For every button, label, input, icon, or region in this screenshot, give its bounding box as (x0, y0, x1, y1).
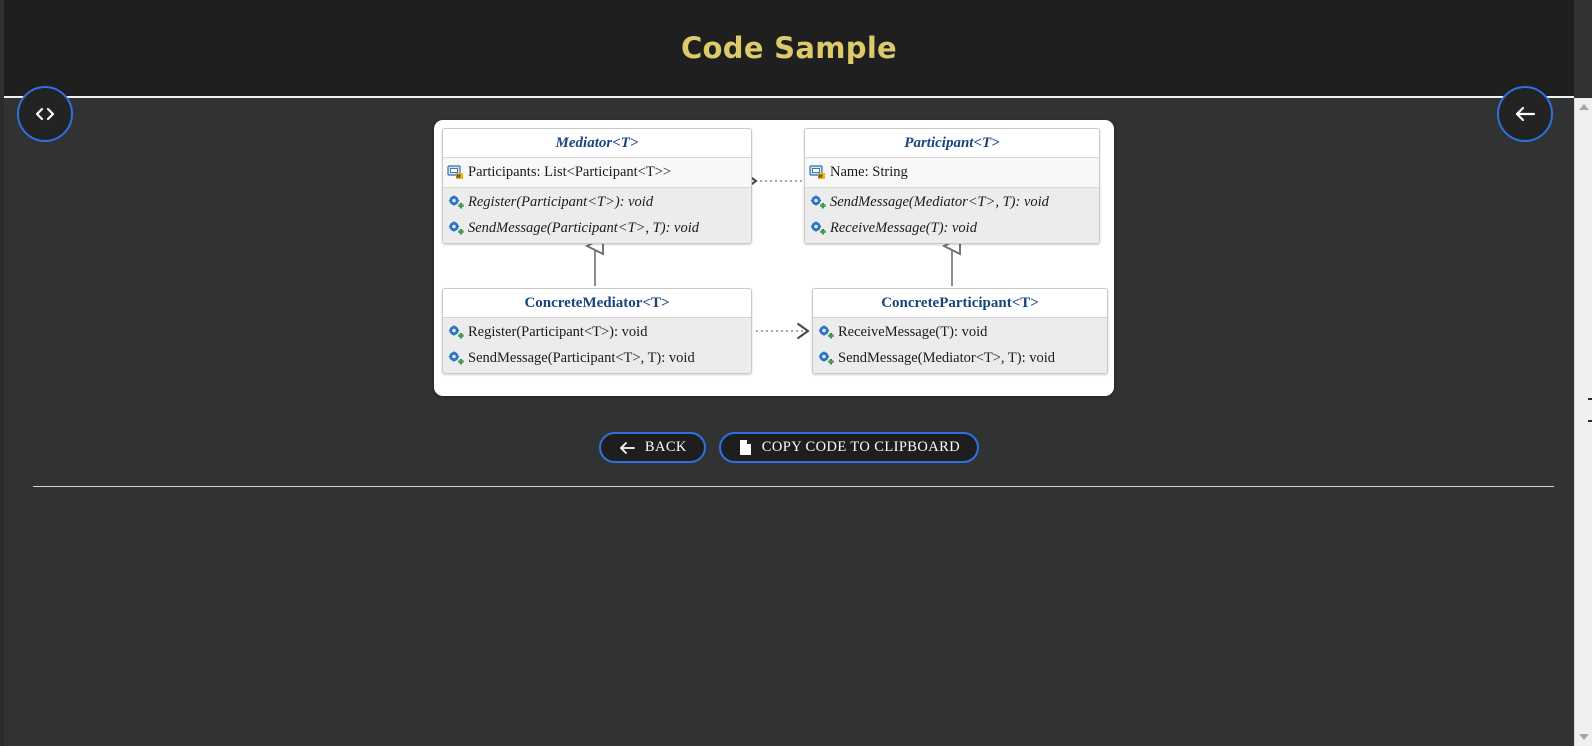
content-divider (33, 486, 1554, 487)
uml-field-text: Participants: List<Participant<T>> (468, 163, 672, 180)
uml-method-text: SendMessage(Participant<T>, T): void (468, 219, 699, 236)
copy-code-button-label: COPY CODE TO CLIPBOARD (761, 439, 961, 455)
method-icon (447, 324, 465, 340)
method-icon (809, 194, 827, 210)
method-icon (817, 350, 835, 366)
uml-method-text: ReceiveMessage(T): void (838, 323, 988, 340)
uml-method-text: SendMessage(Mediator<T>, T): void (830, 193, 1049, 210)
uml-method-text: SendMessage(Mediator<T>, T): void (838, 349, 1056, 366)
back-button-label: BACK (644, 439, 687, 455)
action-button-row: BACK COPY CODE TO CLIPBOARD (4, 432, 1574, 463)
arrow-left-icon (618, 441, 636, 455)
uml-method-row: SendMessage(Participant<T>, T): void (443, 345, 751, 371)
uml-method-row: SendMessage(Mediator<T>, T): void (813, 345, 1107, 371)
uml-method-text: Register(Participant<T>): void (468, 193, 654, 210)
back-nav-button[interactable] (1497, 86, 1553, 142)
uml-field-row: Participants: List<Participant<T>> (443, 159, 751, 185)
uml-field-text: Name: String (830, 163, 908, 180)
vertical-scrollbar[interactable] (1574, 98, 1592, 746)
uml-class-title: Mediator<T> (443, 129, 751, 158)
scroll-up-button[interactable] (1575, 98, 1592, 116)
uml-class-title: ConcreteParticipant<T> (813, 289, 1107, 318)
uml-class-mediator[interactable]: Mediator<T> Participan (442, 128, 752, 244)
uml-fields-section: Name: String (805, 158, 1099, 188)
uml-methods-section: ReceiveMessage(T): void (813, 318, 1107, 373)
page-body: Mediator<T> Participan (4, 100, 1574, 746)
copy-code-button[interactable]: COPY CODE TO CLIPBOARD (718, 432, 980, 463)
uml-method-row: SendMessage(Participant<T>, T): void (443, 215, 751, 241)
uml-method-row: ReceiveMessage(T): void (805, 215, 1099, 241)
property-icon (809, 164, 827, 180)
scroll-down-button[interactable] (1575, 728, 1592, 746)
uml-diagram-panel: Mediator<T> Participan (434, 120, 1114, 396)
uml-method-text: ReceiveMessage(T): void (830, 219, 977, 236)
uml-class-concrete-mediator[interactable]: ConcreteMediator<T> Re (442, 288, 752, 374)
uml-methods-section: Register(Participant<T>): void (443, 318, 751, 373)
uml-method-row: SendMessage(Mediator<T>, T): void (805, 189, 1099, 215)
back-button[interactable]: BACK (598, 432, 706, 463)
view-code-button[interactable]: <> (17, 86, 73, 142)
method-icon (817, 324, 835, 340)
uml-method-row: ReceiveMessage(T): void (813, 319, 1107, 345)
code-angle-brackets-icon (34, 106, 56, 122)
method-icon (447, 220, 465, 236)
page-title: Code Sample (680, 31, 898, 65)
uml-method-row: Register(Participant<T>): void (443, 189, 751, 215)
uml-methods-section: SendMessage(Mediator<T>, T): void (805, 188, 1099, 243)
uml-class-concrete-participant[interactable]: ConcreteParticipant<T> (812, 288, 1108, 374)
file-copy-icon (738, 439, 753, 456)
scrollbar-notch (1588, 420, 1592, 422)
property-icon (447, 164, 465, 180)
uml-methods-section: Register(Participant<T>): void (443, 188, 751, 243)
uml-method-row: Register(Participant<T>): void (443, 319, 751, 345)
method-icon (447, 194, 465, 210)
uml-class-title: ConcreteMediator<T> (443, 289, 751, 318)
uml-class-participant[interactable]: Participant<T> Name: S (804, 128, 1100, 244)
uml-method-text: SendMessage(Participant<T>, T): void (468, 349, 695, 366)
left-edge-strip (0, 98, 4, 746)
uml-fields-section: Participants: List<Participant<T>> (443, 158, 751, 188)
scrollbar-notch (1588, 398, 1592, 400)
uml-class-title: Participant<T> (805, 129, 1099, 158)
uml-method-text: Register(Participant<T>): void (468, 323, 648, 340)
scrollbar-thumb[interactable] (1577, 118, 1591, 658)
method-icon (447, 350, 465, 366)
arrow-left-icon (1513, 105, 1537, 123)
page-header: Code Sample (4, 0, 1574, 98)
uml-field-row: Name: String (805, 159, 1099, 185)
method-icon (809, 220, 827, 236)
